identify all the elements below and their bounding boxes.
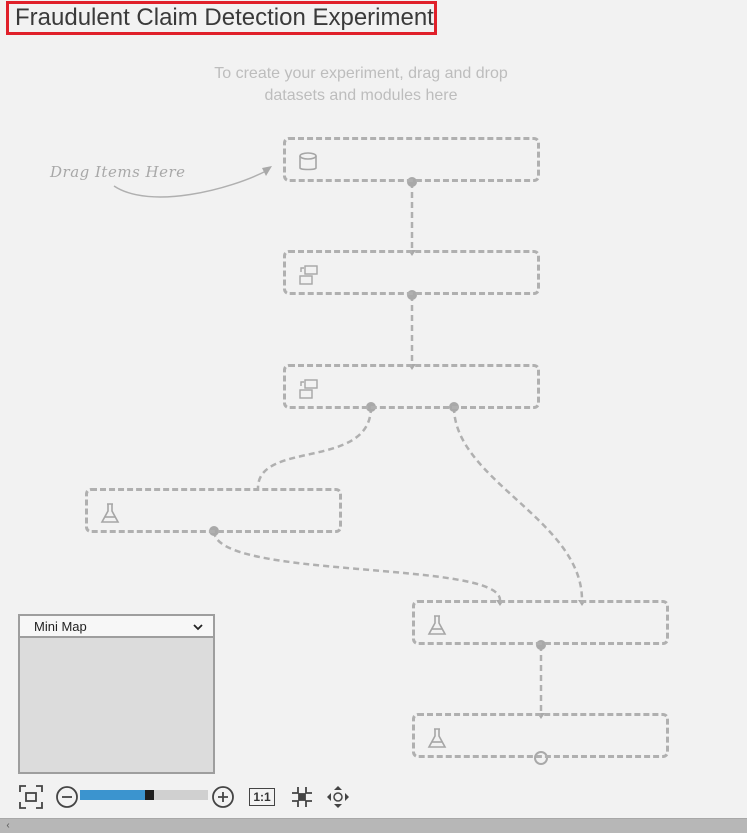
zoom-slider-thumb[interactable] [145, 790, 154, 800]
experiment-title-text: Fraudulent Claim Detection Experiment [15, 4, 434, 31]
canvas-hint-line-2: datasets and modules here [264, 87, 458, 104]
pan-icon [327, 786, 349, 808]
flask-icon [425, 613, 449, 637]
zoom-slider[interactable] [80, 790, 208, 800]
zoom-out-icon [56, 786, 78, 808]
actual-size-button[interactable]: 1:1 [248, 784, 276, 810]
flask-icon [98, 501, 122, 525]
mini-map-header[interactable]: Mini Map [20, 616, 213, 638]
transform-drop-slot-1[interactable] [283, 250, 540, 295]
drag-items-label: Drag Items Here [50, 163, 186, 181]
data-transform-icon [296, 263, 320, 287]
connector-3-5 [452, 406, 584, 601]
fit-to-screen-button[interactable] [18, 784, 44, 810]
module-drop-slot-2[interactable] [412, 600, 669, 645]
chevron-down-icon[interactable] [193, 619, 203, 634]
zoom-to-selection-button[interactable] [289, 784, 315, 810]
canvas-hint-line-1: To create your experiment, drag and drop [214, 65, 508, 82]
zoom-in-button[interactable] [210, 784, 236, 810]
fit-screen-icon [19, 785, 43, 809]
dataset-drop-slot[interactable] [283, 137, 540, 182]
actual-size-label: 1:1 [249, 788, 275, 806]
mini-map-panel[interactable]: Mini Map [18, 614, 215, 774]
transform-drop-slot-2[interactable] [283, 364, 540, 409]
drag-arrow-head [262, 166, 272, 176]
mini-map-label: Mini Map [34, 618, 87, 634]
flask-icon [425, 726, 449, 750]
zoom-in-icon [212, 786, 234, 808]
database-icon [296, 150, 320, 174]
module-drop-slot-3[interactable] [412, 713, 669, 758]
connector-4-5 [212, 530, 502, 601]
zoom-out-button[interactable] [54, 784, 80, 810]
experiment-title[interactable]: Fraudulent Claim Detection Experiment [6, 1, 437, 35]
canvas-hint: To create your experiment, drag and drop… [180, 63, 542, 107]
zoom-selection-icon [292, 787, 312, 807]
drag-arrow-curve [113, 169, 269, 198]
horizontal-scrollbar[interactable]: ‹ [0, 818, 747, 833]
data-transform-icon [296, 377, 320, 401]
zoom-slider-fill [80, 790, 145, 800]
module-drop-slot-1[interactable] [85, 488, 342, 533]
connector-3-4 [256, 406, 373, 489]
pan-button[interactable] [325, 784, 351, 810]
scroll-left-icon[interactable]: ‹ [6, 820, 10, 831]
